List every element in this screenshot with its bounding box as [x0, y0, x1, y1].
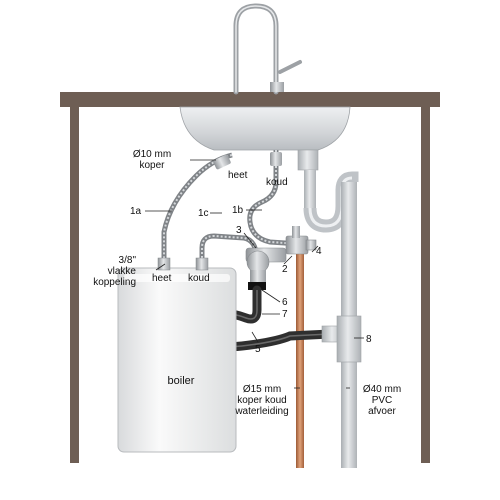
boiler-unit [117, 267, 237, 453]
label-1c: 1c [198, 208, 209, 219]
safety-group-valve-icon [245, 247, 287, 282]
label-heet-top: heet [228, 170, 248, 181]
label-1b: 1b [232, 205, 244, 216]
label-pvc-size: Ø40 mm [363, 384, 401, 395]
label-copper-15mm-type: koper koud [237, 395, 286, 406]
label-coupling: koppeling [93, 277, 136, 288]
faucet-icon [233, 3, 302, 95]
label-pvc-material: PVC [372, 395, 393, 406]
label-5: 5 [255, 344, 261, 355]
label-copper-10mm-material: koper [139, 160, 165, 171]
cabinet-left-side [70, 107, 79, 463]
boiler-hot-connector [157, 257, 171, 271]
label-boiler: boiler [168, 375, 195, 387]
label-8: 8 [366, 334, 372, 345]
label-4: 4 [316, 246, 322, 257]
label-2: 2 [282, 264, 288, 275]
cabinet-right-side [421, 107, 430, 463]
label-coupling-type: vlakke [108, 266, 137, 277]
label-1a: 1a [130, 206, 142, 217]
label-koud-top: koud [266, 177, 288, 188]
boiler-cold-connector [195, 257, 209, 271]
sink-basin [179, 106, 351, 151]
flex-hose-1a [161, 152, 233, 262]
label-copper-15mm: Ø15 mm [243, 384, 281, 395]
label-3: 3 [236, 225, 242, 236]
label-7: 7 [282, 309, 288, 320]
label-boiler-koud: koud [188, 273, 210, 284]
label-copper-10mm: Ø10 mm [133, 149, 171, 160]
copper-cold-pipe [296, 244, 304, 468]
angle-valve-icon [285, 226, 317, 255]
label-6: 6 [282, 297, 288, 308]
leader-lines [145, 159, 364, 389]
countertop [60, 92, 440, 107]
label-copper-15mm-use: waterleiding [234, 406, 288, 417]
label-pvc-use: afvoer [368, 406, 396, 417]
label-boiler-heet: heet [152, 273, 172, 284]
drain-tee-connector [321, 315, 362, 363]
label-coupling-size: 3/8" [119, 255, 137, 266]
sink-drain-siphon [297, 149, 359, 233]
